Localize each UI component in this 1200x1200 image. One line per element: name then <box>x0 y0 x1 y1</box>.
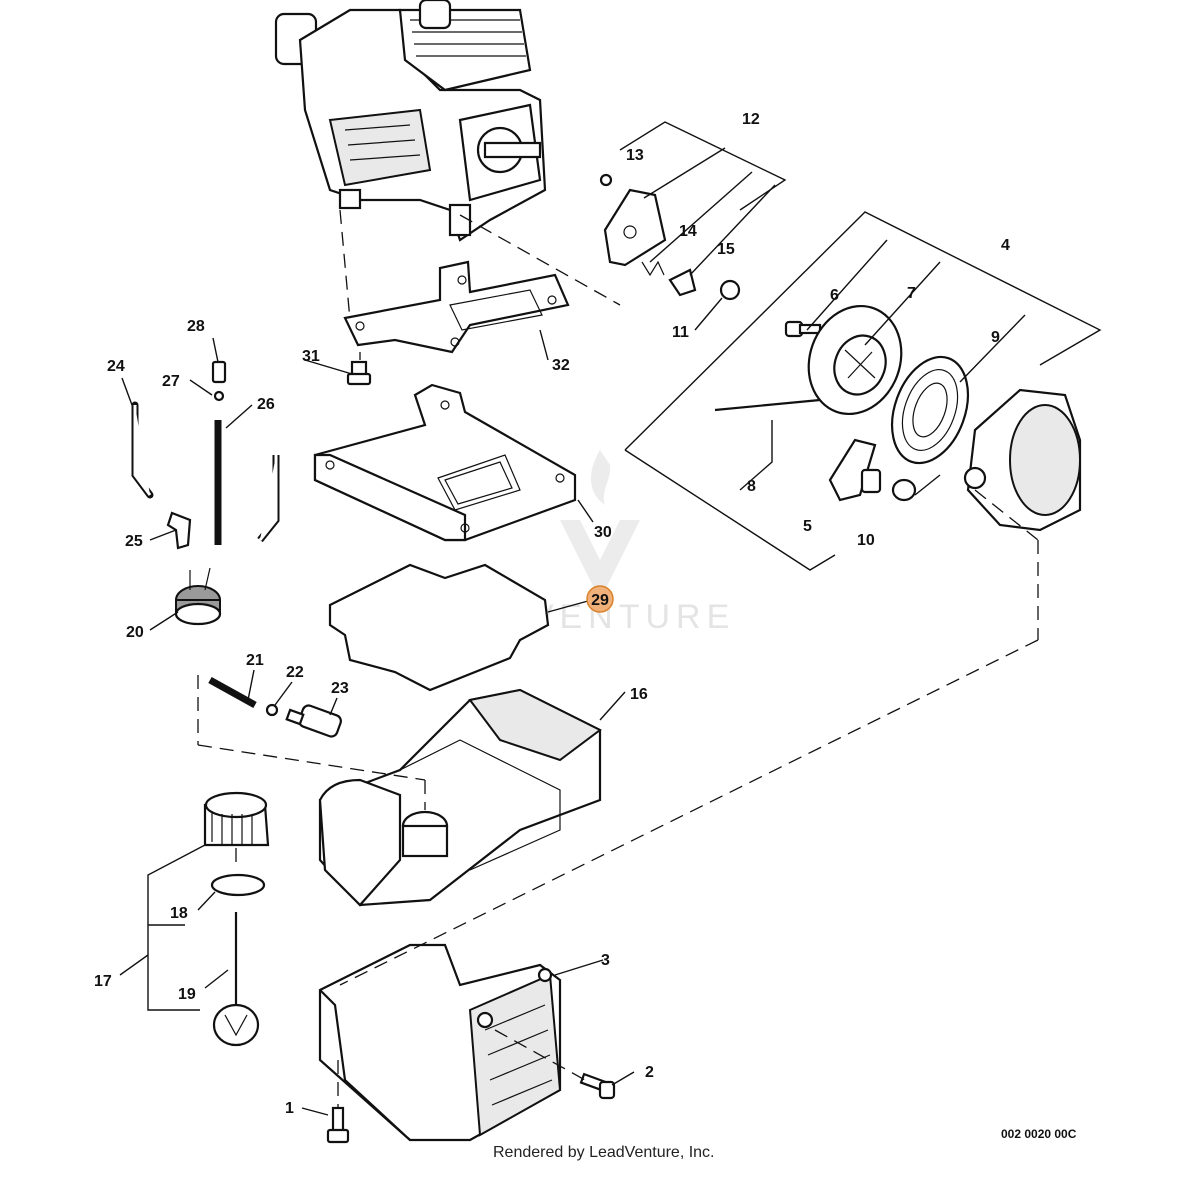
pulley-7 <box>807 304 903 416</box>
strainer-19 <box>212 912 260 1047</box>
callout-32[interactable]: 32 <box>552 357 570 374</box>
bolt-31 <box>346 360 372 386</box>
callout-22[interactable]: 22 <box>286 664 304 681</box>
callout-25[interactable]: 25 <box>125 533 143 550</box>
leader-engine-gasket-left <box>339 209 351 321</box>
fuel-filter-23 <box>285 704 342 738</box>
callout-29-badge <box>586 585 614 613</box>
callout-10[interactable]: 10 <box>857 532 875 549</box>
bolt-2 <box>579 1072 616 1100</box>
callout-27[interactable]: 27 <box>162 373 180 390</box>
pawl-15 <box>668 268 697 297</box>
callout-31[interactable]: 31 <box>302 348 320 365</box>
bolt-1 <box>326 1106 350 1144</box>
gasket-29 <box>328 563 550 692</box>
callout-18[interactable]: 18 <box>170 905 188 922</box>
callout-5[interactable]: 5 <box>803 518 812 535</box>
callout-3[interactable]: 3 <box>601 952 610 969</box>
tank-guard-3 <box>318 943 562 1142</box>
callout-19[interactable]: 19 <box>178 986 196 1003</box>
gasket-18 <box>210 873 266 897</box>
callout-24[interactable]: 24 <box>107 358 125 375</box>
callout-2[interactable]: 2 <box>645 1064 654 1081</box>
fuel-line-21 <box>208 676 257 709</box>
callout-1[interactable]: 1 <box>285 1100 294 1117</box>
callout-15[interactable]: 15 <box>717 241 735 258</box>
fuel-tank-16 <box>318 688 602 907</box>
callout-17[interactable]: 17 <box>94 973 112 990</box>
callout-29-highlight[interactable]: 29 <box>586 585 614 613</box>
engine-assembly <box>274 0 547 242</box>
bushing-10 <box>891 478 917 502</box>
callout-12[interactable]: 12 <box>742 111 760 128</box>
grommet-20 <box>174 567 222 626</box>
callout-13[interactable]: 13 <box>626 147 644 164</box>
callout-29[interactable]: 29 <box>591 592 609 609</box>
rendered-by-text: Rendered by LeadVenture, Inc. <box>493 1144 715 1161</box>
callout-8[interactable]: 8 <box>747 478 756 495</box>
callout-28[interactable]: 28 <box>187 318 205 335</box>
callout-23[interactable]: 23 <box>331 680 349 697</box>
callout-11[interactable]: 11 <box>672 324 689 341</box>
callout-7[interactable]: 7 <box>907 285 916 302</box>
callout-9[interactable]: 9 <box>991 329 1000 346</box>
nut-11 <box>719 279 741 301</box>
bracket-lines <box>339 121 1102 986</box>
handle-5 <box>828 438 882 502</box>
spring-14 <box>641 260 665 277</box>
elbow-25 <box>166 511 192 550</box>
fuel-cap-17 <box>203 791 270 847</box>
o-ring-22 <box>265 703 279 717</box>
leader-engine-starter <box>459 214 621 306</box>
screw-6 <box>784 320 822 338</box>
fitting-28 <box>211 360 227 384</box>
callout-6[interactable]: 6 <box>830 287 839 304</box>
callout-14[interactable]: 14 <box>679 223 697 240</box>
callout-26[interactable]: 26 <box>257 396 275 413</box>
leader-line-to-tank <box>197 744 426 781</box>
spring-9 <box>891 355 969 465</box>
watermark-logo <box>560 450 640 600</box>
callout-16[interactable]: 16 <box>630 686 648 703</box>
starter-plate-12 <box>603 188 667 267</box>
label-leaders <box>119 297 723 1116</box>
spacer-plate-30 <box>313 383 577 542</box>
callout-21[interactable]: 21 <box>246 652 264 669</box>
rope-8 <box>714 398 821 412</box>
leader-bolt-2 <box>494 1029 586 1081</box>
callout-30[interactable]: 30 <box>594 524 612 541</box>
starter-case-4 <box>963 388 1082 532</box>
o-ring-27 <box>213 390 225 402</box>
gasket-32 <box>343 260 570 354</box>
callout-20[interactable]: 20 <box>126 624 144 641</box>
diagram-code: 002 0020 00C <box>1001 1127 1077 1141</box>
clip-13 <box>599 173 613 187</box>
callout-4[interactable]: 4 <box>1001 237 1010 254</box>
